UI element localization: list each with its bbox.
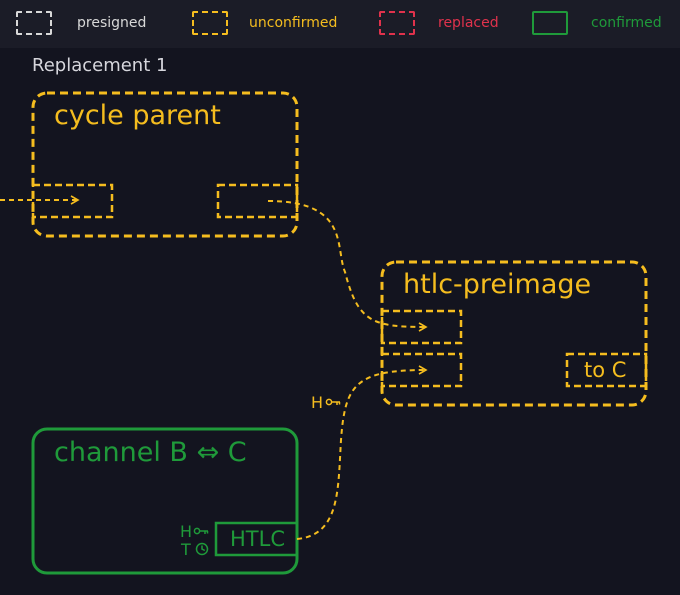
- legend-label-replaced: replaced: [438, 15, 499, 31]
- htlc-preimage-box: [380, 260, 648, 407]
- legend-label-presigned: presigned: [77, 15, 147, 31]
- cycle-parent-output[interactable]: [216, 183, 299, 219]
- legend-swatch-replaced: [379, 11, 415, 35]
- channel-title: channel B ⇔ C: [54, 437, 247, 468]
- legend-label-unconfirmed: unconfirmed: [249, 15, 338, 31]
- edge-htlc-to-htlc-preimage: [296, 365, 428, 540]
- clock-icon: [195, 542, 209, 556]
- section-title: Replacement 1: [32, 55, 168, 76]
- legend-label-confirmed: confirmed: [591, 15, 662, 31]
- legend-swatch-presigned: [16, 11, 52, 35]
- htlc-preimage-title: htlc-preimage: [403, 269, 592, 300]
- legend-bar: presigned unconfirmed replaced confirmed: [0, 0, 680, 48]
- cycle-parent-title: cycle parent: [54, 100, 221, 131]
- key-icon: [193, 527, 209, 535]
- legend-swatch-confirmed: [532, 11, 568, 35]
- htlc-preimage-output[interactable]: [565, 352, 648, 388]
- htlc-preimage-input-2[interactable]: [380, 352, 463, 388]
- hashlock-edge-label: H: [311, 393, 324, 412]
- channel-box: [31, 427, 299, 575]
- key-icon: [325, 398, 341, 406]
- timelock-output-label: T: [181, 540, 191, 559]
- htlc-preimage-output-label: to C: [584, 358, 627, 382]
- legend-swatch-unconfirmed: [192, 11, 228, 35]
- edge-cycle-parent-to-htlc-preimage: [267, 200, 428, 332]
- hashlock-output-label: H: [180, 522, 193, 541]
- htlc-preimage-input-1[interactable]: [380, 309, 463, 345]
- cycle-parent-box: [31, 91, 299, 238]
- cycle-parent-input[interactable]: [31, 183, 114, 219]
- channel-htlc-output-label: HTLC: [230, 527, 285, 551]
